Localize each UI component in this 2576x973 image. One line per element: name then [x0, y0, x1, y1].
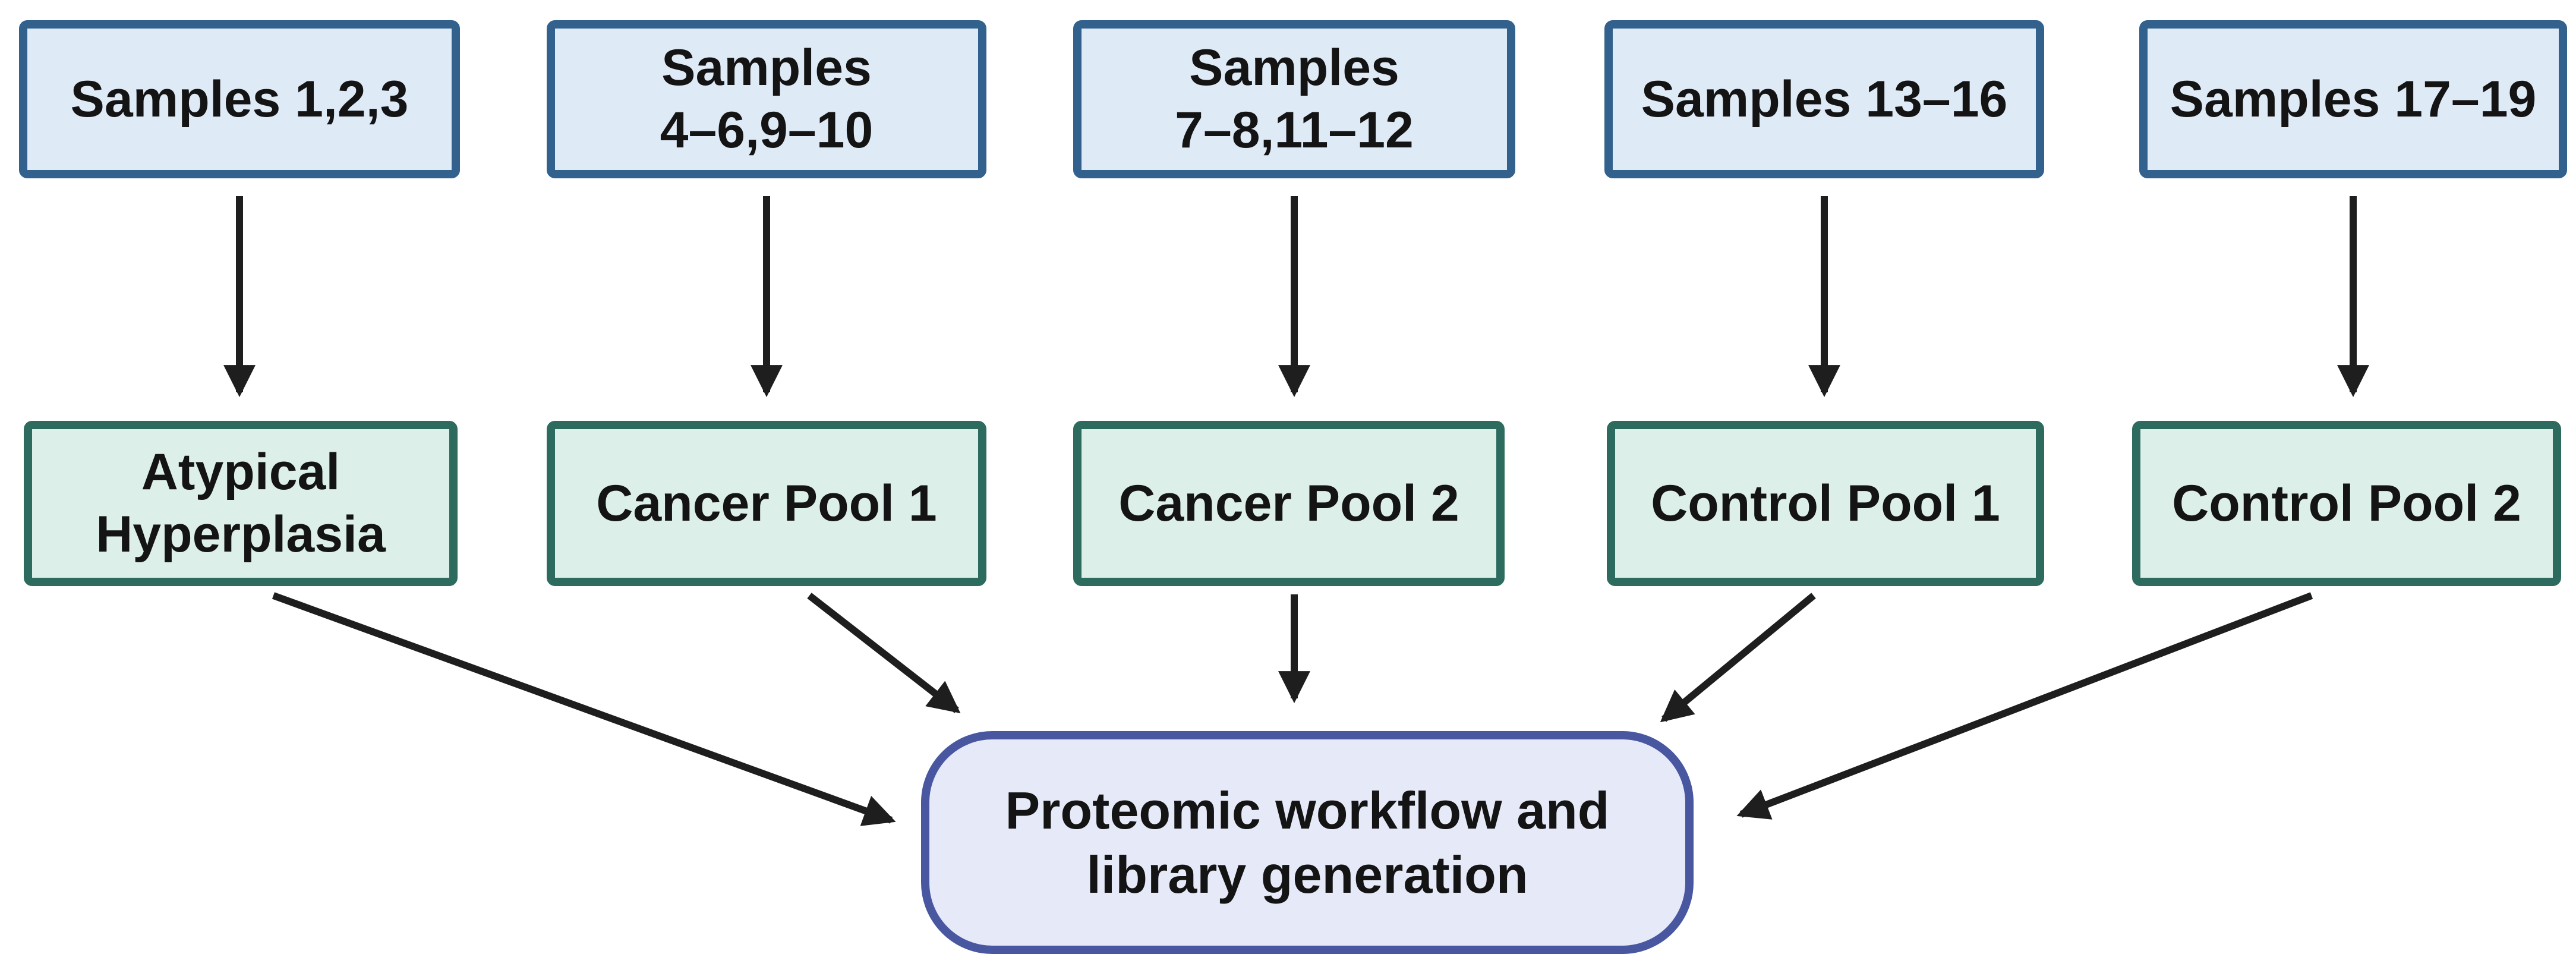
arrow-control-pool-2-to-final	[1736, 592, 2313, 820]
node-atypical-hyperplasia: Atypical Hyperplasia	[24, 421, 458, 586]
arrow-control-pool-1-to-final	[1660, 593, 1816, 723]
node-control-pool-1: Control Pool 1	[1607, 421, 2044, 586]
node-samples-7-8-11-12: Samples 7–8,11–12	[1073, 20, 1515, 178]
node-samples-13-16: Samples 13–16	[1604, 20, 2044, 178]
node-samples-4-6-9-10: Samples 4–6,9–10	[547, 20, 986, 178]
node-control-pool-2: Control Pool 2	[2132, 421, 2561, 586]
node-cancer-pool-2: Cancer Pool 2	[1073, 421, 1505, 586]
arrow-atypical-to-final	[272, 592, 896, 826]
node-proteomic-workflow: Proteomic workflow and library generatio…	[921, 731, 1694, 954]
node-samples-17-19: Samples 17–19	[2139, 20, 2567, 178]
arrow-cancer-pool-1-to-final	[807, 593, 961, 713]
node-samples-1-2-3: Samples 1,2,3	[19, 20, 460, 178]
node-cancer-pool-1: Cancer Pool 1	[547, 421, 986, 586]
